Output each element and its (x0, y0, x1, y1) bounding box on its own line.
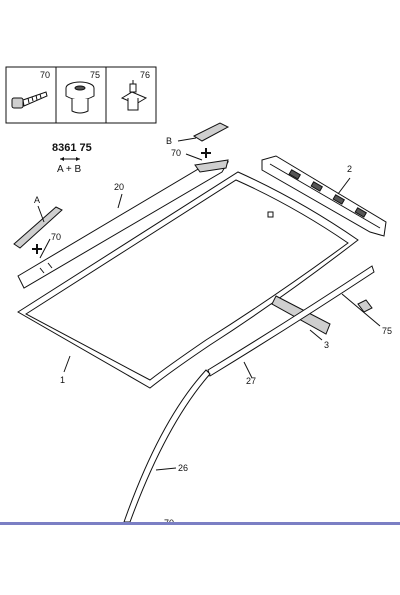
bolt-icon (11, 91, 48, 109)
callout-a: A (34, 195, 40, 205)
callout-70-top: 70 (171, 148, 181, 158)
callout-1: 1 (60, 375, 65, 385)
callout-26: 26 (178, 463, 188, 473)
callout-b: B (166, 136, 172, 146)
callout-2: 2 (347, 164, 352, 174)
callout-20: 20 (114, 182, 124, 192)
callout-70-left: 70 (51, 232, 61, 242)
legend-number-70: 70 (40, 70, 50, 80)
door-frame-seal (123, 369, 211, 523)
callout-3: 3 (324, 340, 329, 350)
leader-lines (37, 137, 381, 471)
left-roof-strip (17, 159, 230, 289)
clip-icon (65, 81, 95, 114)
rivet-icon (120, 80, 148, 111)
reference-code: 8361 75 (52, 142, 92, 154)
fixing-point-marks (32, 148, 211, 254)
reference-subtitle: A + B (57, 164, 82, 175)
fastener-legend: 70 75 76 (5, 66, 157, 124)
rear-clip (357, 299, 373, 313)
trim-clip-b (192, 122, 230, 142)
legend-number-76: 76 (140, 70, 150, 80)
callout-75: 75 (382, 326, 392, 336)
side-seal (207, 265, 375, 377)
roof-panel (17, 171, 359, 389)
trim-strip-a (13, 206, 63, 249)
bottom-divider-bar (0, 522, 400, 595)
callout-27: 27 (246, 376, 256, 386)
rear-bracket (261, 155, 387, 237)
legend-number-75: 75 (90, 70, 100, 80)
